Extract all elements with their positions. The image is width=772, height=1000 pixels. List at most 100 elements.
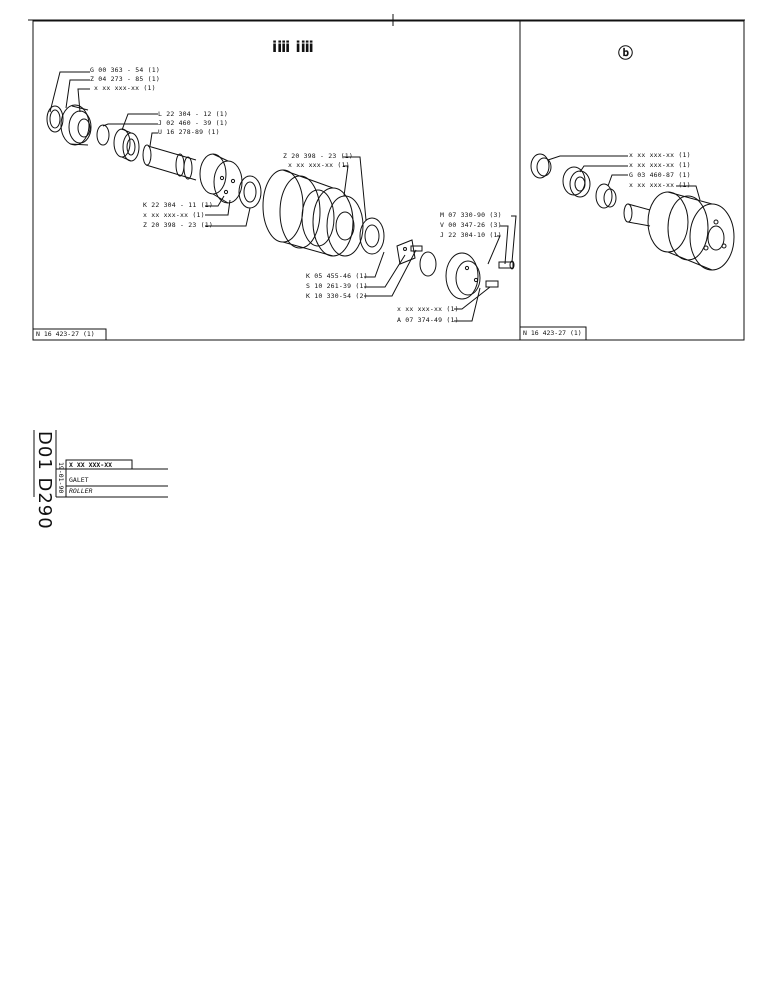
bearing-right-inner [364,224,380,248]
drawing-code: D01 D290 [34,431,55,530]
right-panel-code: ⓑ [618,44,634,62]
label-v00347: V 00 347-26 (3) [440,221,502,229]
seal-housing-edge2 [69,143,89,146]
shaft-bottom [145,164,197,181]
leader-xx1 [77,88,90,113]
end-cover [445,252,479,300]
bearing-right [359,217,385,255]
r-leader-4 [676,185,701,201]
seal-housing-face [68,110,92,144]
label-xx-1: x xx xxx-xx (1) [94,84,156,92]
label-k05455: K 05 455-46 (1) [306,272,368,280]
leader-k05455 [364,251,385,278]
snap-ring [46,105,64,133]
tb-part-box [65,459,133,470]
r-roller-bolt3 [703,245,709,251]
left-ref-label: N 16 423-27 (1) [36,330,95,338]
r-bushing [595,183,613,209]
bushing-edge2 [121,156,132,162]
r-label-g03460: G 03 460-87 (1) [629,171,691,179]
leader-j22304-10 [487,235,501,265]
drawing-date: 19-01-90 [57,462,65,494]
end-cover-bolt [464,265,470,271]
r-shaft-end [623,203,633,223]
leader-z20398-r [343,156,367,221]
leader-xx3 [343,165,349,197]
r-shaft-bottom [627,221,651,227]
screw-small [410,245,423,252]
leader-m07330 [511,215,517,263]
hub-edge2 [212,193,229,204]
bushing-end [122,132,140,162]
seal-housing-bore [77,118,91,138]
r-shaft-top [627,203,651,211]
right-ref-box [519,326,587,341]
cap-screw [498,261,514,269]
label-j02460: J 02 460 - 39 (1) [158,119,228,127]
seal-housing [60,104,90,146]
bushing-bore [126,138,136,156]
snap-ring-inner [49,109,61,129]
label-j22304-10: J 22 304-10 (1) [440,231,502,239]
r-bushing-bore [603,188,617,208]
leader-k22304 [205,195,225,207]
roller-waist [301,189,335,247]
label-z04273: Z 04 273 - 85 (1) [90,75,160,83]
lock-plate-hole [403,247,407,251]
leader-a07374 [454,287,481,322]
r-label-2: x xx xxx-xx (1) [629,161,691,169]
bearing-left-inner [243,181,257,203]
leader-g00363 [49,71,90,113]
leader-l22304 [121,113,158,131]
label-k22304-11: K 22 304 - 11 (1) [143,201,213,209]
part-name-en: ROLLER [69,487,93,495]
hub-bolt [219,175,225,181]
leader-s10261 [364,254,406,288]
r-label-4: x xx xxx-xx (1) [629,181,691,189]
label-k10330: K 10 330-54 (2) [306,292,368,300]
roller-face [326,195,364,257]
shaft-top [147,145,197,161]
leader-j02460 [102,123,158,127]
shaft-collar [175,153,185,177]
lock-plate [396,239,416,265]
r-leader-1 [547,155,628,161]
r-seal-ring-inner [536,157,552,177]
end-cover-face [455,260,481,296]
hub-edge [212,153,229,162]
r-roller-top [667,191,713,205]
hub-bolt2 [230,178,236,184]
part-name-fr: GALET [69,476,89,484]
r-roller-bottom [667,251,713,271]
roller-outline-bottom [282,241,334,257]
end-cover-bolt2 [473,277,479,283]
r-roller-bolt [713,219,719,225]
leader-z20398-l [205,207,251,227]
shaft-end [142,144,152,166]
shaft-collar2 [183,156,193,180]
r-seal-ring [530,153,550,179]
left-panel-code: ⅰⅲ ⅰⅲ [272,38,314,56]
o-ring [96,124,110,146]
left-ref-box [32,328,107,341]
leader-xx2 [205,199,231,216]
right-ref-label: N 16 423-27 (1) [523,329,582,337]
label-l22304-12: L 22 304 - 12 (1) [158,110,228,118]
r-roller-face [689,203,735,271]
label-xx-4: x xx xxx-xx (1) [397,305,459,313]
leader-v00347 [500,225,509,265]
bushing-edge [121,128,132,134]
roller-bore [335,211,355,241]
part-number: X XX XXX-XX [69,461,113,469]
r-roller-bolt2 [721,243,727,249]
hub [199,153,227,195]
main-frame [32,20,745,341]
label-m07330: M 07 330-90 (3) [440,211,502,219]
r-leader-2 [579,165,628,173]
leader-xx4 [454,286,491,310]
label-g00363: G 00 363 - 54 (1) [90,66,160,74]
label-z20398-left: Z 20 398 - 23 (1) [143,221,213,229]
bearing-left [238,175,262,209]
r-roller-bore [707,225,725,251]
